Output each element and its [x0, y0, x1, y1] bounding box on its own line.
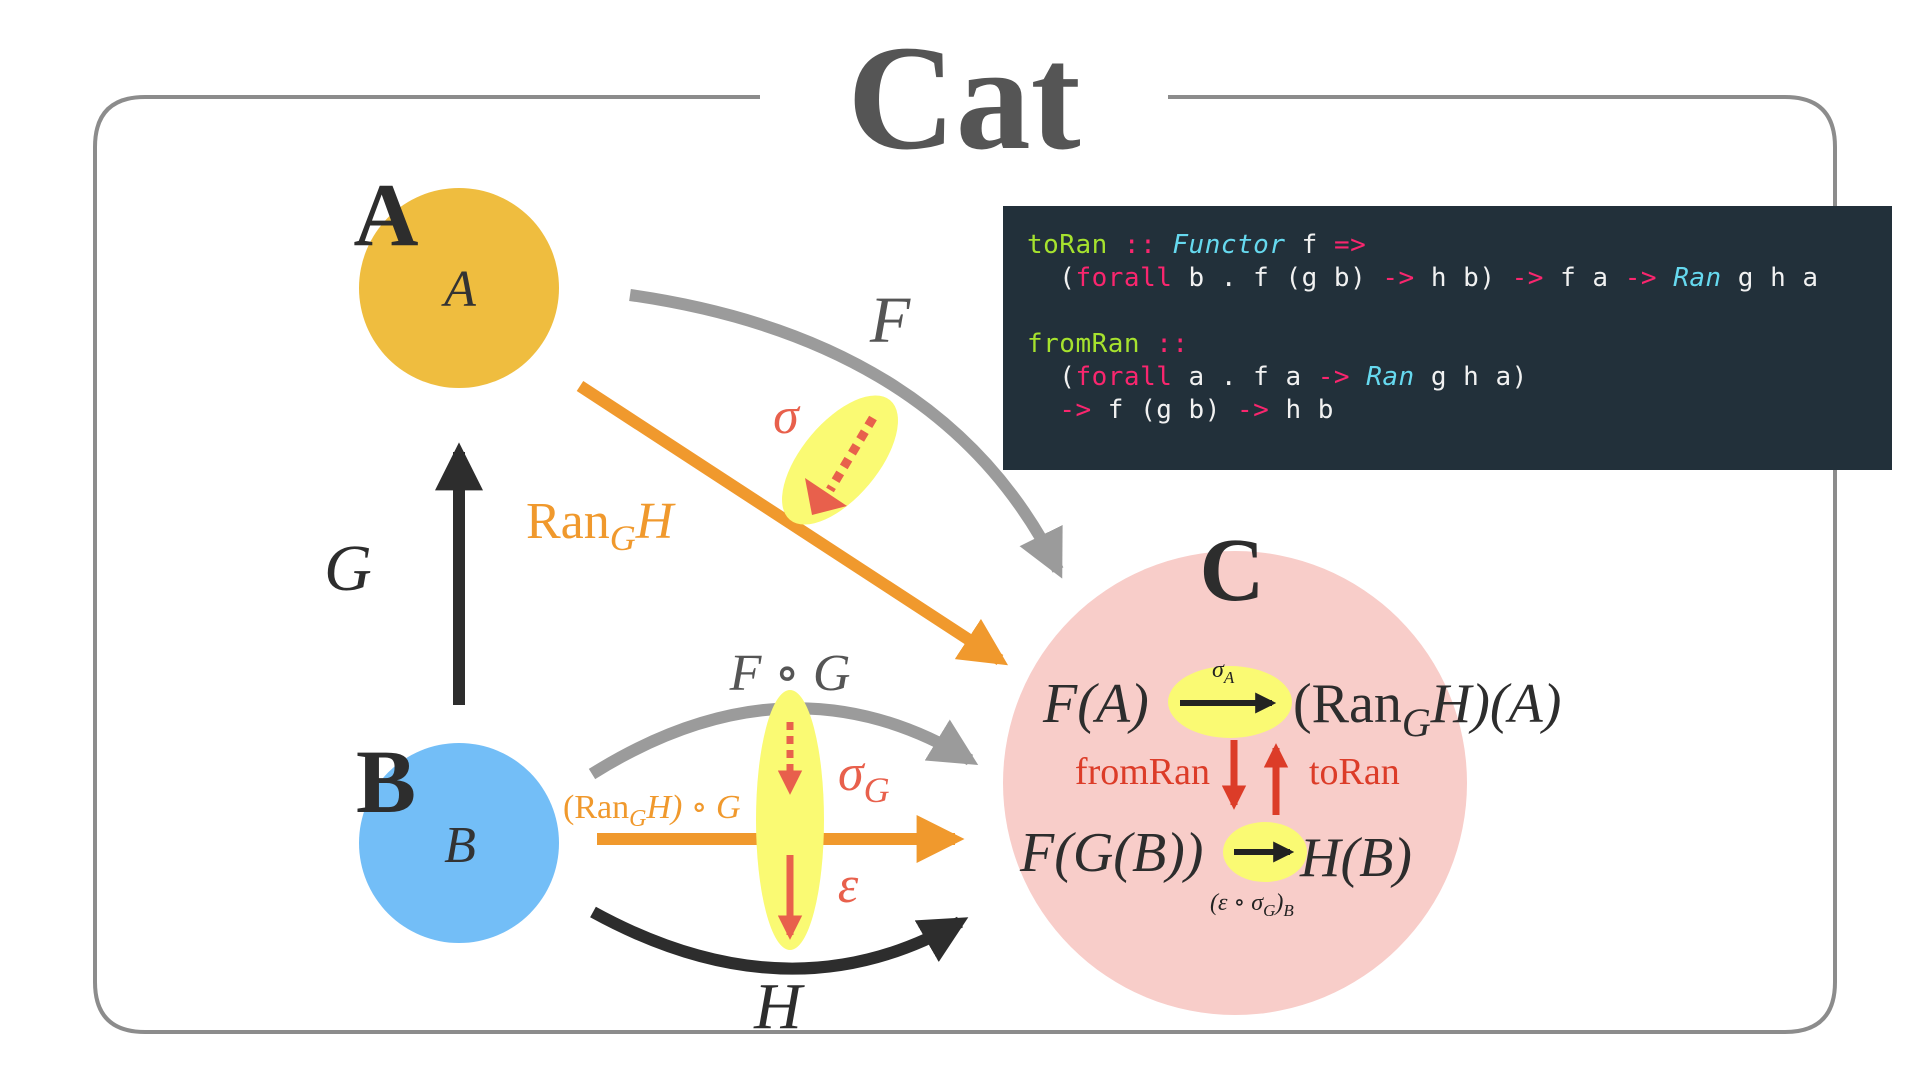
ran-label: RanGH: [526, 493, 676, 558]
object-b: B: [444, 817, 476, 874]
ran-g-label: (RanGH) ∘ G: [563, 789, 741, 832]
object-ran-h-a: (RanGH)(A): [1293, 673, 1561, 745]
object-fa: F(A): [1042, 673, 1149, 735]
object-hb: H(B): [1299, 827, 1412, 889]
sigma-g-label: σG: [838, 745, 890, 810]
functor-f-label: F: [869, 284, 911, 357]
functor-h-label: H: [753, 970, 805, 1043]
code-line-6: -> f (g b) -> h b: [1059, 395, 1334, 425]
sigma-g-epsilon-highlight: [756, 690, 824, 950]
to-ran-label: toRan: [1309, 751, 1400, 793]
code-line-1: toRan :: Functor f =>: [1027, 230, 1367, 260]
sigma-a-label: σA: [1212, 657, 1235, 687]
sigma-arrowhead: [805, 478, 847, 515]
code-line-5: (forall a . f a -> Ran g h a): [1027, 362, 1528, 392]
cat-title: Cat: [847, 15, 1080, 181]
category-b-label: B: [356, 733, 416, 832]
functor-h-arrow: [590, 906, 969, 975]
category-b-circle: [359, 743, 559, 943]
category-a-label: A: [354, 166, 419, 265]
code-line-2: (forall b . f (g b) -> h b) -> f a -> Ra…: [1027, 263, 1819, 293]
haskell-code-block: toRan :: Functor f => (forall b . f (g b…: [1003, 206, 1892, 470]
object-a: A: [441, 261, 476, 318]
sigma-arrow: [826, 415, 877, 493]
category-c-label: C: [1200, 521, 1265, 620]
cat-frame: [93, 95, 1837, 1034]
composite-label: (ε ∘ σG)B: [1210, 890, 1294, 920]
object-fgb: F(G(B)): [1019, 822, 1203, 884]
functor-g-label: G: [324, 532, 372, 605]
code-line-4: fromRan ::: [1027, 329, 1189, 359]
category-a-circle: [359, 188, 559, 388]
epsilon-label: ε: [838, 857, 859, 914]
functor-f-arrow: [629, 289, 1064, 579]
ran-arrow: [576, 380, 1009, 666]
from-ran-label: fromRan: [1075, 751, 1210, 793]
sigma-label: σ: [773, 388, 801, 445]
